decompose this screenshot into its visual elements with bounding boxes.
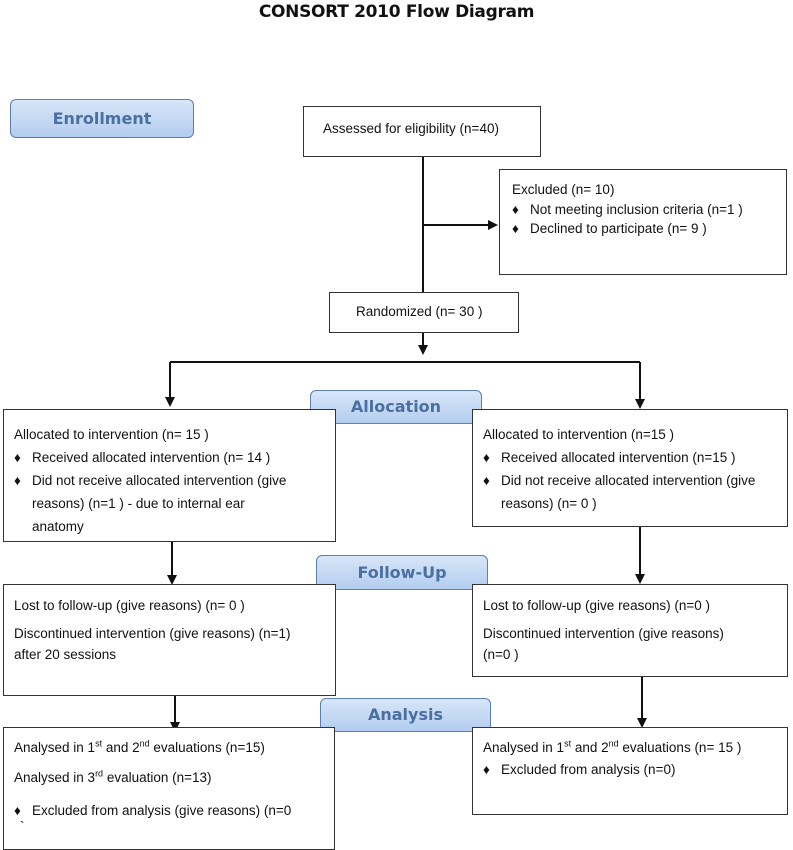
bullet-icon: ♦ [512,221,519,236]
left-allocation-item: ♦Did not receive allocated intervention … [14,469,335,492]
left-followup-discontinued-cont: after 20 sessions [14,647,117,662]
left-allocation-item-cont: anatomy [32,519,84,534]
left-analysis-tail: ` [20,818,25,834]
right-followup-lost: Lost to follow-up (give reasons) (n=0 ) [483,598,710,613]
excluded-item: ♦Not meeting inclusion criteria (n=1 ) [512,201,743,217]
left-followup-discontinued: Discontinued intervention (give reasons)… [14,625,291,641]
right-followup-discontinued: Discontinued intervention (give reasons) [483,625,724,641]
right-followup-box: Lost to follow-up (give reasons) (n=0 ) … [472,584,788,677]
assessed-text: Assessed for eligibility (n=40) [323,121,499,136]
stage-allocation: Allocation [310,390,482,424]
bullet-icon: ♦ [14,473,21,488]
left-analysis-line1: Analysed in 1st and 2nd evaluations (n=1… [14,738,265,755]
diagram-title: CONSORT 2010 Flow Diagram [258,2,535,22]
right-allocation-heading: Allocated to intervention (n=15 ) [483,427,674,442]
left-analysis-box: Analysed in 1st and 2nd evaluations (n=1… [3,727,335,850]
stage-analysis: Analysis [320,698,491,732]
left-analysis-item: ♦Excluded from analysis (give reasons) (… [14,803,292,818]
right-allocation-item: ♦Received allocated intervention (n=15 ) [483,446,787,469]
left-followup-box: Lost to follow-up (give reasons) (n= 0 )… [3,584,336,696]
randomized-box: Randomized (n= 30 ) [329,292,519,333]
randomized-text: Randomized (n= 30 ) [356,304,483,319]
excluded-heading: Excluded (n= 10) [512,182,615,197]
bullet-icon: ♦ [483,761,490,777]
left-followup-lost: Lost to follow-up (give reasons) (n= 0 ) [14,598,245,613]
bullet-icon: ♦ [14,450,21,465]
left-allocation-item-cont: reasons) (n=1 ) - due to internal ear [32,496,245,511]
right-analysis-item: ♦Excluded from analysis (n=0) [483,761,676,777]
excluded-box: Excluded (n= 10) ♦Not meeting inclusion … [499,169,787,275]
bullet-icon: ♦ [483,450,490,465]
right-allocation-item: ♦Did not receive allocated intervention … [483,469,787,492]
left-allocation-heading: Allocated to intervention (n= 15 ) [14,427,209,442]
right-allocation-box: Allocated to intervention (n=15 ) ♦Recei… [472,409,788,527]
right-followup-discontinued-cont: (n=0 ) [483,647,519,662]
stage-follow-up: Follow-Up [316,555,488,590]
left-allocation-box: Allocated to intervention (n= 15 ) ♦Rece… [3,409,336,542]
right-allocation-item-cont: reasons) (n= 0 ) [501,496,597,511]
left-analysis-line2: Analysed in 3rd evaluation (n=13) [14,768,212,785]
excluded-item: ♦Declined to participate (n= 9 ) [512,221,707,236]
bullet-icon: ♦ [14,803,21,818]
right-analysis-box: Analysed in 1st and 2nd evaluations (n= … [472,727,788,815]
left-allocation-item: ♦Received allocated intervention (n= 14 … [14,446,335,469]
bullet-icon: ♦ [512,201,519,217]
bullet-icon: ♦ [483,473,490,488]
right-analysis-line1: Analysed in 1st and 2nd evaluations (n= … [483,738,742,755]
stage-enrollment: Enrollment [10,99,194,138]
assessed-box: Assessed for eligibility (n=40) [303,106,541,157]
